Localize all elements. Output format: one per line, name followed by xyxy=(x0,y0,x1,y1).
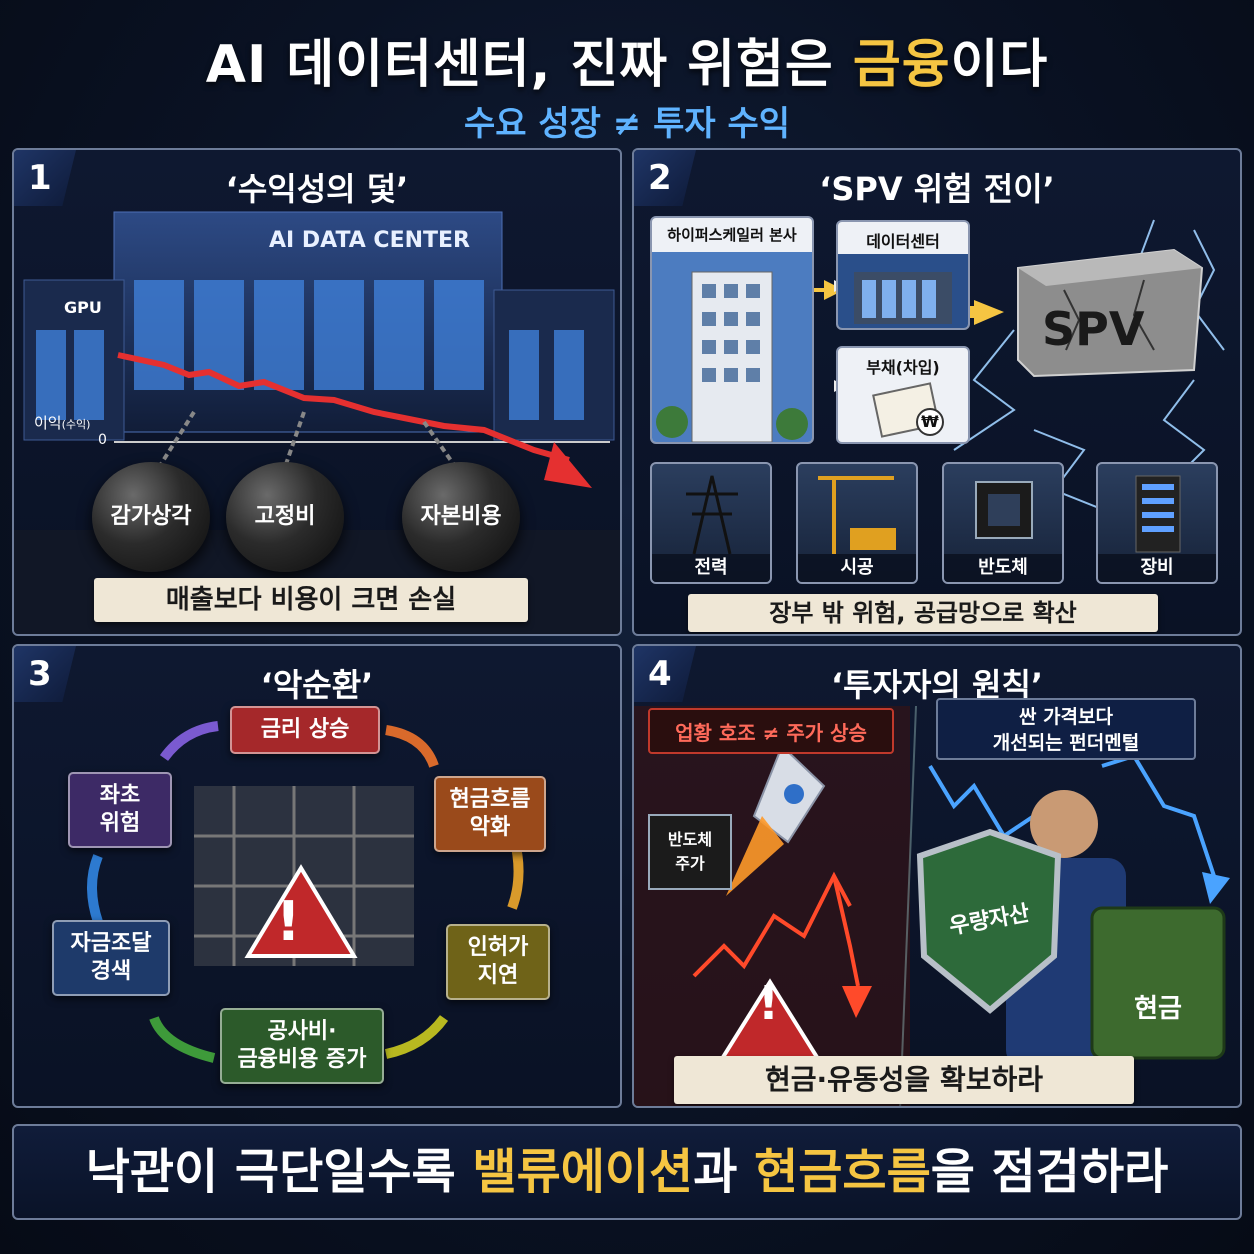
panel-investor-principle: 4 ‘투자자의 원칙’ 업황 호조 ≠ 주가 상승 싼 가격보다 개선되는 펀더… xyxy=(632,644,1242,1108)
panel-title: ‘수익성의 덫’ xyxy=(225,170,409,208)
supply-label: 전력 xyxy=(652,554,770,582)
panel-caption: 장부 밖 위험, 공급망으로 확산 xyxy=(688,594,1158,632)
cycle-step-cost-increase: 공사비· 금융비용 증가 xyxy=(220,1008,384,1084)
panel-spv-risk: 2 ‘SPV 위험 전이’ 하이퍼스케일러 본사 데이터센터 부채(차입) ₩ … xyxy=(632,148,1242,636)
weight-ball-capital-cost: 자본비용 xyxy=(402,462,520,572)
highlight-valuation: 밸류에이션 xyxy=(472,1144,694,1200)
panel-number: 3 xyxy=(14,646,76,702)
axis-zero: 0 xyxy=(98,432,107,448)
panel-profit-trap: 1 ‘수익성의 덫’ AI DATA CENTER GPU 이익(수익) 0 감… xyxy=(12,148,622,636)
weight-ball-fixed-cost: 고정비 xyxy=(226,462,344,572)
supply-tile-semiconductor: 반도체 xyxy=(942,462,1064,584)
boom-vs-price-tag: 업황 호조 ≠ 주가 상승 xyxy=(648,708,894,754)
semiconductor-stock-chip: 반도체 주가 xyxy=(648,814,732,890)
debt-label: 부채(차입) xyxy=(866,358,940,377)
cycle-illustration xyxy=(87,721,524,1063)
datacenter-label: 데이터센터 xyxy=(866,232,940,251)
hq-card: 하이퍼스케일러 본사 xyxy=(650,216,814,444)
title-text: AI 데이터센터, 진짜 위험은 xyxy=(205,35,853,95)
title-highlight: 금융 xyxy=(852,35,951,95)
investor-illustration xyxy=(634,705,1230,1106)
title-text-end: 이다 xyxy=(950,35,1049,95)
axis-label: 이익(수익) xyxy=(34,414,91,432)
supply-label: 시공 xyxy=(798,554,916,582)
supply-label: 반도체 xyxy=(944,554,1062,582)
cycle-step-stranded-risk: 좌초 위험 xyxy=(68,772,172,848)
supply-label: 장비 xyxy=(1098,554,1216,582)
panel-vicious-cycle: 3 ‘악순환’ ! 금리 상승 현금흐름 악화 인허가 지연 공사비· 금융비용… xyxy=(12,644,622,1108)
warning-icon: ! xyxy=(276,890,301,953)
spv-illustration xyxy=(809,219,1225,511)
panel-title: ‘투자자의 원칙’ xyxy=(830,666,1044,704)
spv-label: SPV xyxy=(1042,302,1145,356)
won-coin-icon: ₩ xyxy=(916,408,944,436)
power-tower-icon xyxy=(686,475,738,555)
debt-card: 부채(차입) ₩ xyxy=(836,346,970,444)
panel-caption: 매출보다 비용이 크면 손실 xyxy=(94,578,528,622)
cycle-step-permit-delay: 인허가 지연 xyxy=(446,924,550,1000)
supply-tile-construction: 시공 xyxy=(796,462,918,584)
cash-box-label: 현금 xyxy=(1134,994,1182,1024)
page-subtitle: 수요 성장 ≠ 투자 수익 xyxy=(463,104,791,144)
fundamentals-tag: 싼 가격보다 개선되는 펀더멘털 xyxy=(936,698,1196,760)
crane-icon xyxy=(818,476,896,554)
bottom-banner: 낙관이 극단일수록 밸류에이션과 현금흐름을 점검하라 xyxy=(12,1124,1242,1220)
panel-title: ‘악순환’ xyxy=(260,666,374,704)
panel-caption: 현금·유동성을 확보하라 xyxy=(674,1056,1134,1104)
data-center-illustration xyxy=(14,211,620,634)
cycle-step-rate-rise: 금리 상승 xyxy=(230,706,380,754)
panel-number: 1 xyxy=(14,150,76,206)
panel-title: ‘SPV 위험 전이’ xyxy=(819,170,1055,208)
hq-label: 하이퍼스케일러 본사 xyxy=(667,226,797,244)
server-rack-icon xyxy=(1135,475,1181,553)
chip-icon xyxy=(975,481,1033,539)
supply-tile-power: 전력 xyxy=(650,462,772,584)
gpu-label: GPU xyxy=(64,298,102,317)
datacenter-card: 데이터센터 xyxy=(836,220,970,330)
cycle-step-funding-crunch: 자금조달 경색 xyxy=(52,920,170,996)
page-title: AI 데이터센터, 진짜 위험은 금융이다 xyxy=(0,22,1254,97)
cycle-step-cashflow: 현금흐름 악화 xyxy=(434,776,546,852)
weight-ball-depreciation: 감가상각 xyxy=(92,462,210,572)
highlight-cashflow: 현금흐름 xyxy=(754,1144,931,1200)
warning-icon: ! xyxy=(758,976,779,1030)
building-sign: AI DATA CENTER xyxy=(269,228,470,253)
office-building-icon xyxy=(652,252,812,442)
supply-tile-equipment: 장비 xyxy=(1096,462,1218,584)
datacenter-icon xyxy=(838,254,968,328)
